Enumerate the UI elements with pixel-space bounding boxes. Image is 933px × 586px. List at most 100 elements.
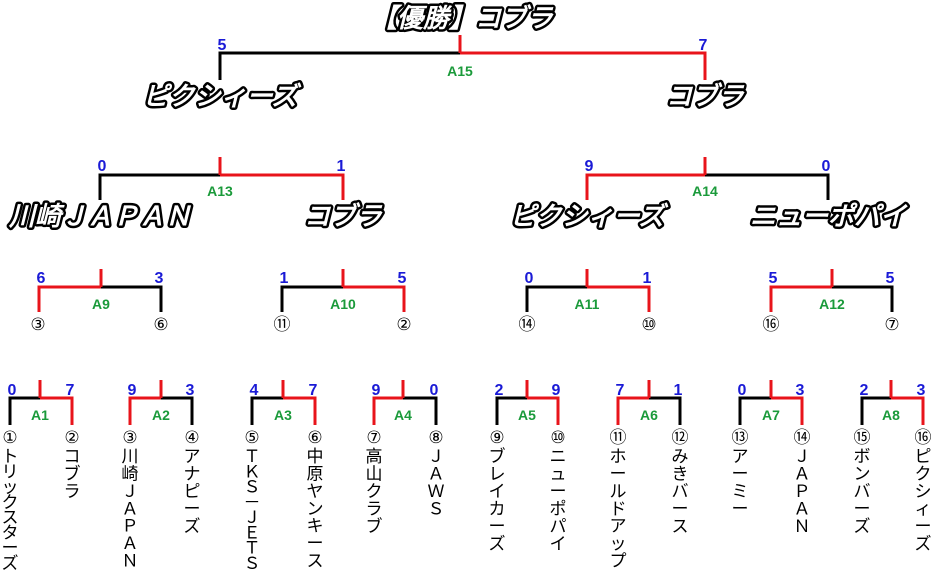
a14-left-score: 9	[585, 158, 594, 175]
team-name: アーミー	[732, 447, 749, 520]
a1-left-line	[8, 396, 40, 425]
a11-left-seed: ⑭	[519, 315, 536, 335]
team-name: ピクシィーズ	[915, 447, 932, 555]
a15-right-line	[460, 51, 707, 80]
a1-right-score: 7	[66, 382, 75, 399]
team-seed: ④	[184, 428, 199, 448]
a9-left-seed: ③	[30, 315, 45, 335]
team-seed: ⑩	[550, 428, 565, 448]
semi1-right-team: コブラ	[304, 202, 383, 232]
a13-right-line	[220, 173, 345, 200]
a5-right-score: 9	[552, 382, 561, 399]
team-name: 川崎ＪＡＰＡＮ	[122, 447, 139, 572]
a3-left-score: 4	[250, 382, 259, 399]
a7-right-score: 3	[796, 382, 805, 399]
a15-left-score: 5	[218, 37, 227, 54]
semi2-right-team: ニューポパイ	[750, 202, 908, 232]
a1-match-id: A1	[31, 407, 49, 423]
a8-right-score: 3	[917, 382, 926, 399]
a6-left-line	[616, 396, 649, 425]
a11-left-line	[525, 285, 587, 312]
a10-right-score: 5	[398, 270, 407, 287]
bracket-lines	[8, 35, 925, 425]
a7-right-line	[771, 396, 804, 425]
a12-right-seed: ⑦	[884, 315, 899, 335]
a9-right-line	[101, 285, 163, 312]
team-seed: ⑯	[915, 428, 932, 448]
team-name: ホールドアップ	[610, 447, 627, 572]
team-name: アナピーズ	[184, 447, 201, 537]
a7-match-id: A7	[762, 407, 780, 423]
team-name: ＴＫＳ－ＪＥＴＳ	[244, 447, 261, 574]
team-name: コブラ	[64, 447, 81, 502]
a2-right-line	[161, 396, 194, 425]
a2-match-id: A2	[152, 407, 170, 423]
a1-right-line	[40, 396, 74, 425]
team-name: みきバース	[672, 447, 689, 537]
team-name: トリックスターズ	[2, 447, 19, 574]
a12-left-score: 5	[769, 270, 778, 287]
a10-right-seed: ②	[396, 315, 411, 335]
a10-left-seed: ⑪	[274, 315, 291, 335]
team-name: ボンバーズ	[854, 447, 871, 537]
a11-right-line	[587, 285, 651, 312]
team-seed: ⑪	[610, 428, 627, 448]
a14-right-score: 0	[822, 158, 831, 175]
semi2-left-team: ピクシィーズ	[510, 202, 669, 232]
a2-left-line	[128, 396, 161, 425]
champion-title: 【優勝】コブラ	[371, 4, 554, 34]
a5-left-score: 2	[495, 382, 504, 399]
a9-left-score: 6	[37, 270, 46, 287]
a13-match-id: A13	[207, 183, 233, 199]
a15-match-id: A15	[447, 63, 473, 79]
a7-left-line	[738, 396, 771, 425]
team-seed: ⑫	[672, 428, 689, 448]
a12-match-id: A12	[819, 296, 845, 312]
a12-right-line	[832, 285, 894, 312]
a7-left-score: 0	[738, 382, 747, 399]
a11-left-score: 0	[525, 270, 534, 287]
a10-right-line	[343, 285, 406, 312]
a11-right-seed: ⑩	[641, 315, 656, 335]
team-seed: ⑭	[794, 428, 811, 448]
a8-left-score: 2	[860, 382, 869, 399]
team-seed: ⑤	[244, 428, 259, 448]
a2-left-score: 9	[128, 382, 137, 399]
team-seed: ⑧	[428, 428, 443, 448]
a3-right-score: 7	[309, 382, 318, 399]
a6-left-score: 7	[616, 382, 625, 399]
team-seed: ①	[2, 428, 17, 448]
a8-left-line	[860, 396, 891, 425]
team-seed: ③	[122, 428, 137, 448]
a11-match-id: A11	[575, 296, 600, 312]
final-right-team: コブラ	[666, 82, 745, 112]
a3-match-id: A3	[274, 407, 292, 423]
a4-left-line	[372, 396, 403, 425]
a5-right-line	[527, 396, 560, 425]
a13-left-score: 0	[98, 158, 107, 175]
a10-left-score: 1	[280, 270, 289, 287]
a4-left-score: 9	[372, 382, 381, 399]
a15-left-line	[218, 51, 460, 80]
a1-left-score: 0	[8, 382, 17, 399]
a6-right-score: 1	[674, 382, 683, 399]
team-seed: ②	[64, 428, 79, 448]
a4-right-score: 0	[430, 382, 439, 399]
a4-match-id: A4	[394, 407, 412, 423]
a12-left-seed: ⑯	[763, 315, 780, 335]
team-name: 中原ヤンキース	[307, 447, 324, 572]
a5-left-line	[495, 396, 527, 425]
team-name: ブレイカーズ	[489, 446, 506, 555]
team-seed: ⑨	[489, 428, 504, 448]
final-left-team: ピクシィーズ	[143, 82, 302, 112]
